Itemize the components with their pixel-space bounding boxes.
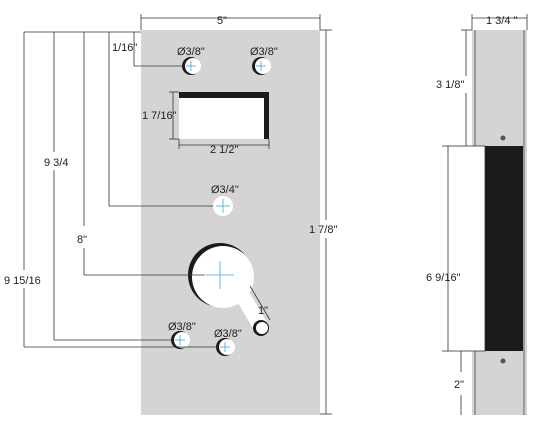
- rect-opening-inner: [179, 98, 264, 139]
- mid-hole-label: Ø3/4": [211, 184, 239, 196]
- lever-label: 1": [258, 305, 268, 317]
- side-dimension-lines: [442, 14, 528, 415]
- front-plate: [141, 30, 320, 415]
- dim-8-label: 8": [77, 234, 87, 246]
- hole-label-bottom-right: Ø3/8": [214, 328, 242, 340]
- handle-hole: [188, 243, 254, 308]
- top-right-hole: [252, 57, 271, 75]
- side-height-label: 6 9/16": [426, 272, 461, 284]
- opening-height-label: 1 7/16": [142, 110, 177, 122]
- dim-9-3-4-label: 9 3/4: [44, 157, 68, 169]
- side-depth-label: 1 3/4 ": [486, 15, 518, 27]
- lever-slot: [234, 285, 271, 336]
- top-offset-label: 1/16": [112, 42, 137, 54]
- width-label: 5": [217, 15, 227, 27]
- bottom-right-hole: [216, 338, 235, 356]
- bottom-left-hole: [171, 331, 190, 349]
- top-left-hole: [182, 57, 201, 75]
- hole-label-bottom-left: Ø3/8": [168, 321, 196, 333]
- height-label: 1 7/8": [309, 224, 337, 236]
- dim-9-15-16-label: 9 15/16: [4, 275, 41, 287]
- side-dark-insert: [485, 146, 523, 351]
- side-view: 1 3/4 " 3 1/8" 6 9/16" 2": [426, 14, 528, 415]
- middle-hole: [213, 196, 233, 216]
- front-dimension-lines: [23, 14, 332, 415]
- side-bottom-label: 2": [454, 379, 464, 391]
- hole-label-top-right: Ø3/8": [250, 46, 278, 58]
- side-dot-bottom: [500, 358, 506, 364]
- side-top-offset-label: 3 1/8": [436, 79, 464, 91]
- side-protrusion: [447, 145, 486, 352]
- opening-width-label: 2 1/2": [210, 144, 238, 156]
- front-view: 5" 1 7/8" 1/16" 9 3/4 8" 9 15/16 Ø3/8" Ø…: [4, 14, 337, 415]
- hole-label-top-left: Ø3/8": [177, 46, 205, 58]
- side-dot-top: [500, 135, 506, 141]
